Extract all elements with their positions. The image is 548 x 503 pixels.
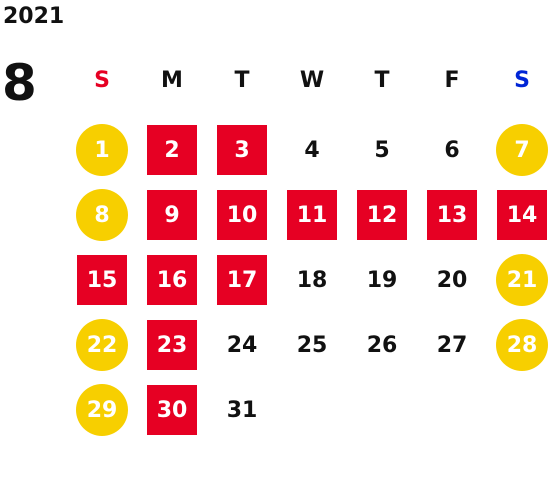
weekday-header: S bbox=[514, 68, 530, 93]
day-cell[interactable]: 15 bbox=[77, 255, 127, 305]
day-cell[interactable]: 4 bbox=[304, 137, 320, 163]
weekday-header: M bbox=[161, 68, 183, 93]
weekday-header: F bbox=[444, 68, 460, 93]
day-cell[interactable]: 26 bbox=[366, 332, 398, 358]
day-cell[interactable]: 25 bbox=[296, 332, 328, 358]
day-cell[interactable]: 10 bbox=[217, 190, 267, 240]
day-cell[interactable]: 12 bbox=[357, 190, 407, 240]
day-cell[interactable]: 5 bbox=[374, 137, 390, 163]
day-cell[interactable]: 11 bbox=[287, 190, 337, 240]
day-cell[interactable]: 7 bbox=[496, 124, 548, 176]
day-cell[interactable]: 13 bbox=[427, 190, 477, 240]
weekday-header: W bbox=[299, 68, 325, 93]
day-cell[interactable]: 8 bbox=[76, 189, 128, 241]
day-cell[interactable]: 31 bbox=[226, 397, 258, 423]
day-cell[interactable]: 29 bbox=[76, 384, 128, 436]
day-cell[interactable]: 1 bbox=[76, 124, 128, 176]
day-cell[interactable]: 28 bbox=[496, 319, 548, 371]
day-cell[interactable]: 14 bbox=[497, 190, 547, 240]
day-cell[interactable]: 22 bbox=[76, 319, 128, 371]
day-cell[interactable]: 21 bbox=[496, 254, 548, 306]
day-cell[interactable]: 17 bbox=[217, 255, 267, 305]
day-cell[interactable]: 24 bbox=[226, 332, 258, 358]
day-cell[interactable]: 27 bbox=[436, 332, 468, 358]
day-cell[interactable]: 23 bbox=[147, 320, 197, 370]
day-cell[interactable]: 18 bbox=[296, 267, 328, 293]
weekday-header: T bbox=[234, 68, 250, 93]
day-cell[interactable]: 9 bbox=[147, 190, 197, 240]
day-cell[interactable]: 6 bbox=[444, 137, 460, 163]
day-cell[interactable]: 16 bbox=[147, 255, 197, 305]
weekday-header: T bbox=[374, 68, 390, 93]
day-cell[interactable]: 20 bbox=[436, 267, 468, 293]
day-cell[interactable]: 19 bbox=[366, 267, 398, 293]
calendar-year: 2021 bbox=[3, 4, 65, 29]
weekday-header: S bbox=[94, 68, 110, 93]
calendar-month: 8 bbox=[2, 54, 37, 112]
day-cell[interactable]: 2 bbox=[147, 125, 197, 175]
day-cell[interactable]: 3 bbox=[217, 125, 267, 175]
day-cell[interactable]: 30 bbox=[147, 385, 197, 435]
